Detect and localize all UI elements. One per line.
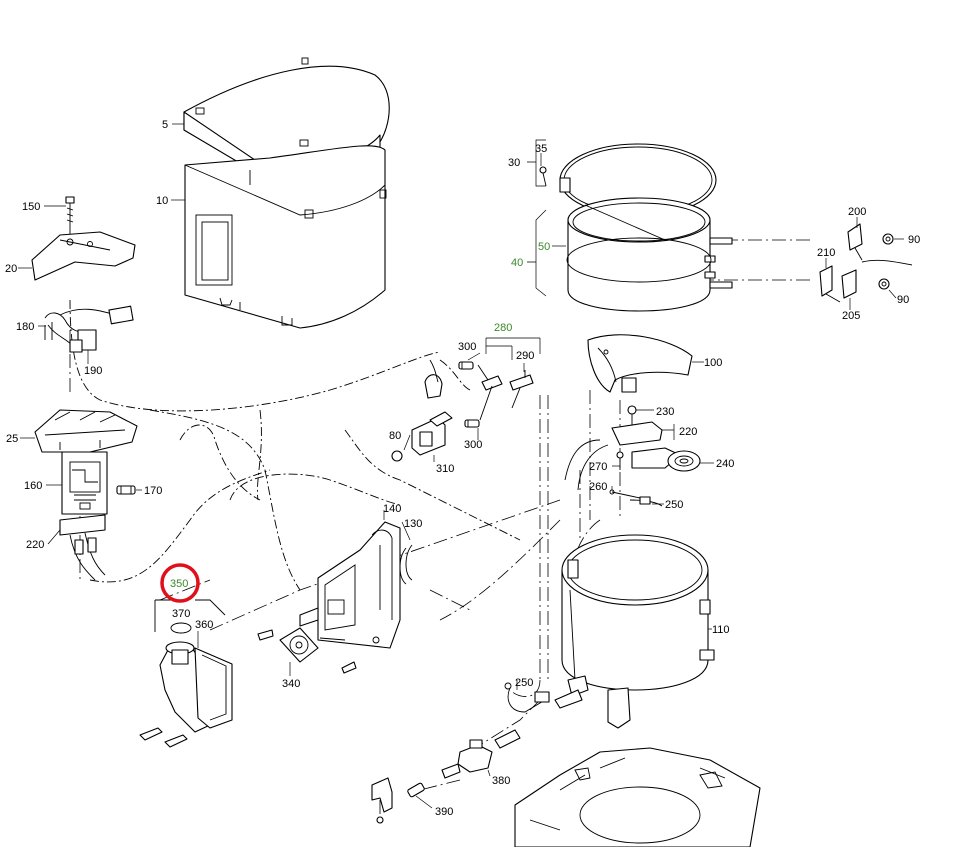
label-180: 180 (16, 321, 34, 333)
label-90-upper: 90 (908, 234, 920, 246)
label-90-lower: 90 (897, 294, 909, 306)
part-20-bracket (31, 231, 136, 281)
label-270: 270 (589, 461, 607, 473)
label-250-lower: 250 (515, 677, 533, 689)
label-25: 25 (6, 433, 18, 445)
part-25-tray (34, 409, 138, 453)
label-360: 360 (195, 619, 213, 631)
part-300-screw-a (458, 361, 474, 370)
label-150: 150 (22, 201, 40, 213)
label-240: 240 (716, 458, 734, 470)
part-370-oring (170, 622, 192, 634)
part-base-plate (514, 747, 761, 847)
label-130: 130 (404, 518, 422, 530)
label-50: 50 (538, 241, 550, 253)
part-390-bracket (371, 777, 425, 824)
part-340-fan (257, 627, 357, 674)
part-90-nut-a (882, 233, 894, 245)
label-310: 310 (436, 463, 454, 475)
part-130-gasket (399, 544, 413, 585)
part-260-injector (609, 489, 641, 499)
label-100: 100 (704, 357, 722, 369)
part-250-thermocouple-upper (629, 496, 663, 507)
label-35: 35 (535, 143, 547, 155)
label-190: 190 (84, 365, 102, 377)
part-240-burner (631, 447, 701, 472)
label-30: 30 (508, 157, 520, 169)
label-340: 340 (282, 678, 300, 690)
part-100-shield (587, 334, 693, 393)
part-200-switch (847, 223, 863, 261)
leader-lines (18, 123, 904, 809)
part-180-190-wiring (44, 305, 134, 353)
label-380: 380 (492, 775, 510, 787)
label-260: 260 (589, 481, 607, 493)
label-20: 20 (5, 263, 17, 275)
part-210-switch (819, 265, 841, 303)
label-140: 140 (383, 503, 401, 515)
label-80: 80 (389, 430, 401, 442)
cable-routing (69, 239, 810, 820)
label-350: 350 (170, 578, 188, 590)
part-140-blower-housing (299, 521, 401, 649)
label-210: 210 (817, 247, 835, 259)
part-80-nut (391, 450, 403, 462)
part-300-screw-b (464, 419, 480, 428)
highlight-circle (160, 563, 200, 603)
part-205-switch (841, 259, 913, 299)
label-10: 10 (156, 195, 168, 207)
part-310-bracket (411, 359, 453, 456)
label-40: 40 (511, 257, 523, 269)
label-200: 200 (848, 206, 866, 218)
part-10-housing (184, 145, 387, 329)
label-205: 205 (842, 310, 860, 322)
part-labels: 5 10 150 20 180 190 25 160 170 220 350 3… (5, 119, 920, 818)
part-230-screw (627, 405, 637, 425)
part-160-board (61, 451, 108, 515)
part-360-manifold (139, 641, 233, 748)
part-290-electrode (509, 370, 534, 409)
part-270-screw (616, 451, 624, 470)
label-110: 110 (712, 624, 730, 636)
part-90-nut-b (878, 278, 890, 290)
part-35-screw (539, 166, 547, 187)
part-50-seal (566, 237, 712, 283)
label-160: 160 (24, 480, 42, 492)
part-280-electrode-assembly (477, 364, 503, 421)
label-170: 170 (144, 485, 162, 497)
part-110-tank (554, 534, 715, 729)
label-250-upper: 250 (665, 499, 683, 511)
label-230: 230 (656, 406, 674, 418)
label-5: 5 (162, 119, 168, 131)
part-250-thermocouple-lower (504, 682, 550, 713)
part-220-terminal (59, 514, 106, 581)
part-40-top-cover (567, 197, 733, 312)
part-220-electrode-bracket (564, 421, 663, 491)
label-300-lower: 300 (464, 439, 482, 451)
label-220-right: 220 (679, 426, 697, 438)
label-290: 290 (516, 350, 534, 362)
part-380-fitting (441, 729, 521, 779)
part-170-fuse (116, 485, 136, 495)
label-370: 370 (172, 608, 190, 620)
label-300-upper: 300 (458, 341, 476, 353)
label-390: 390 (435, 806, 453, 818)
label-280: 280 (494, 322, 512, 334)
label-220-left: 220 (26, 539, 44, 551)
